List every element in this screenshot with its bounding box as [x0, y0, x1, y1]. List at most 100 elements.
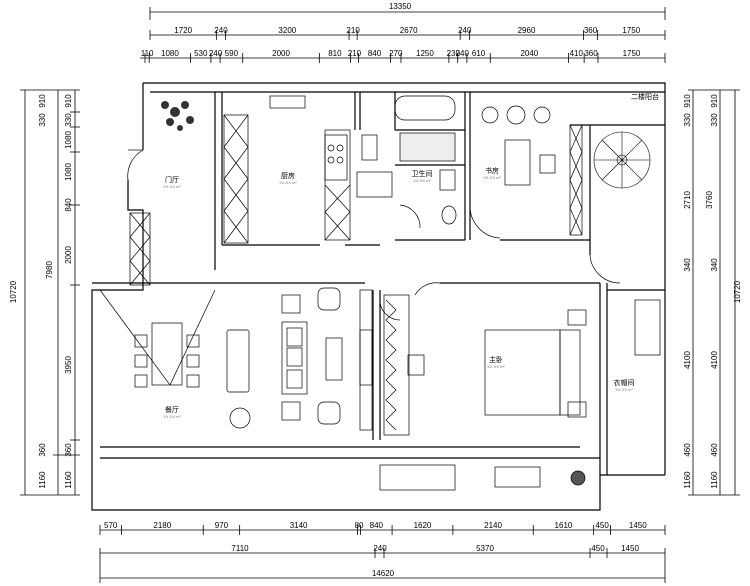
svg-text:340: 340 [683, 258, 692, 272]
bottom-total-dim: 14620 [372, 569, 395, 578]
bottom-row1-dim-label: 970 [215, 521, 229, 530]
room-labels: 门厅 XX.XX m² 厨房 XX.XX m² 卫生间 XX.XX m² 书房 … [163, 92, 659, 419]
svg-text:330: 330 [683, 113, 692, 127]
svg-text:360: 360 [64, 443, 73, 457]
top-row2-dim-label: 840 [368, 49, 382, 58]
right-detail-labels: 910 910 330 330 2710 340 340 4100 4100 4… [683, 94, 719, 489]
svg-text:2000: 2000 [64, 246, 73, 264]
top-row1-dim-label: 1750 [622, 26, 640, 35]
bathroom-fixtures [394, 95, 457, 225]
bottom-row1-dim-label: 1610 [555, 521, 573, 530]
room-label-study: 书房 [485, 166, 499, 175]
svg-text:360: 360 [38, 443, 47, 457]
room-label-closet: 衣帽间 [614, 378, 635, 387]
plant-icon [161, 101, 194, 131]
svg-text:5370: 5370 [476, 544, 494, 553]
top-row2-dim-label: 1250 [416, 49, 434, 58]
living-sofa [281, 287, 373, 425]
top-row1-labels: 1720 240 3200 210 2670 240 2960 360 1750 [174, 26, 640, 35]
top-row2-dim-label: 360 [584, 49, 598, 58]
left-total-dim: 10720 [9, 280, 18, 303]
left-dimensions [20, 89, 80, 496]
spiral-stair [593, 131, 651, 189]
svg-text:460: 460 [683, 443, 692, 457]
svg-text:XX.XX m²: XX.XX m² [487, 364, 505, 369]
svg-text:1080: 1080 [64, 163, 73, 181]
top-dimensions [140, 7, 666, 63]
top-row2-dim-label: 530 [194, 49, 208, 58]
svg-text:7110: 7110 [231, 544, 249, 553]
svg-text:1160: 1160 [64, 471, 73, 489]
top-row1-dim-label: 210 [346, 26, 360, 35]
svg-text:XX.XX m²: XX.XX m² [163, 414, 181, 419]
bottom-dimensions [99, 525, 666, 583]
bottom-row1-dim-label: 1450 [629, 521, 647, 530]
top-row2-dim-label: 210 [348, 49, 362, 58]
svg-text:330: 330 [38, 113, 47, 127]
top-row1-dim-label: 2960 [518, 26, 536, 35]
room-label-bathroom: 卫生间 [412, 169, 433, 178]
top-row2-dim-label: 1750 [623, 49, 641, 58]
svg-text:910: 910 [683, 94, 692, 108]
top-row2-dim-label: 2040 [520, 49, 538, 58]
svg-text:XX.XX m²: XX.XX m² [279, 180, 297, 185]
right-dimensions [688, 89, 740, 496]
bottom-row1-dim-label: 1620 [414, 521, 432, 530]
svg-text:3950: 3950 [64, 356, 73, 374]
top-row2-dim-label: 270 [389, 49, 403, 58]
top-row1-dim-label: 240 [458, 26, 472, 35]
svg-text:4100: 4100 [683, 351, 692, 369]
left-detail-labels: 910 910 330 330 1080 1080 840 2000 3950 … [38, 94, 73, 489]
top-row2-dim-label: 810 [328, 49, 342, 58]
bedroom-furniture [407, 299, 661, 418]
svg-text:1160: 1160 [38, 471, 47, 489]
top-row2-dim-label: 240 [456, 49, 470, 58]
top-row2-dim-label: 240 [209, 49, 223, 58]
svg-text:340: 340 [710, 258, 719, 272]
top-row2-dim-label: 110 [141, 49, 154, 58]
top-row1-dim-label: 3200 [278, 26, 296, 35]
bottom-row1-dim-label: 3140 [290, 521, 308, 530]
room-label-dining: 餐厅 [165, 405, 179, 414]
top-row1-dim-label: 1720 [174, 26, 192, 35]
svg-text:XX.XX m²: XX.XX m² [163, 184, 181, 189]
top-row1-dim-label: 360 [584, 26, 598, 35]
top-row2-dim-label: 590 [225, 49, 239, 58]
balcony-items [379, 464, 586, 491]
study-furniture [481, 105, 556, 186]
cabinets [129, 114, 583, 436]
svg-text:840: 840 [64, 198, 73, 212]
top-row2-dim-label: 610 [472, 49, 486, 58]
svg-text:2710: 2710 [683, 191, 692, 209]
bottom-row1-dim-label: 450 [595, 521, 609, 530]
doors [127, 149, 621, 321]
right-mid-dim: 3760 [705, 191, 714, 209]
svg-text:1450: 1450 [621, 544, 639, 553]
top-total-dim: 13350 [389, 2, 412, 11]
svg-text:4100: 4100 [710, 351, 719, 369]
room-label-balcony: 二楼阳台 [631, 92, 659, 101]
top-row2-dim-label: 1080 [161, 49, 179, 58]
svg-text:330: 330 [710, 113, 719, 127]
bottom-row1-dim-label: 840 [370, 521, 384, 530]
svg-text:910: 910 [710, 94, 719, 108]
right-total-dim: 10720 [733, 280, 742, 303]
svg-text:XX.XX m²: XX.XX m² [483, 175, 501, 180]
svg-text:330: 330 [64, 113, 73, 127]
left-mid-dim: 7980 [45, 261, 54, 279]
svg-text:240: 240 [373, 544, 387, 553]
bottom-row2-labels: 7110 240 5370 450 1450 [231, 544, 639, 553]
svg-text:910: 910 [64, 94, 73, 108]
svg-text:1160: 1160 [683, 471, 692, 489]
svg-text:460: 460 [710, 443, 719, 457]
svg-text:1160: 1160 [710, 471, 719, 489]
room-label-entry: 门厅 [165, 175, 179, 184]
top-row1-dim-label: 2670 [400, 26, 418, 35]
top-row2-dim-label: 410 [570, 49, 584, 58]
bottom-row1-dim-label: 2140 [484, 521, 502, 530]
room-label-master-bedroom: 主卧 [489, 355, 503, 364]
bottom-row1-dim-label: 80 [355, 521, 364, 530]
top-row1-dim-label: 240 [214, 26, 228, 35]
